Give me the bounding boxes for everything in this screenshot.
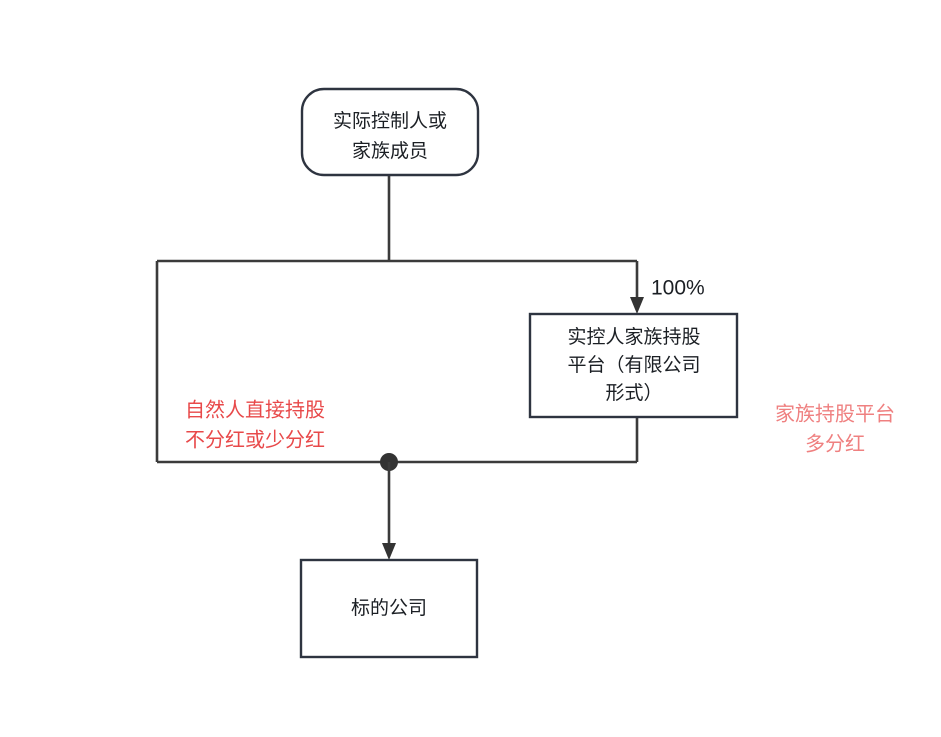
node-family-platform-line-1: 实控人家族持股 — [567, 326, 700, 348]
annotation-right-line-1: 家族持股平台 — [775, 402, 895, 425]
annotation-left-line-1: 自然人直接持股 — [185, 398, 325, 421]
edge-label-ownership-percent: 100% — [651, 277, 705, 300]
annotation-right-line-2: 多分红 — [805, 432, 865, 455]
arrow-head-into-target-company — [382, 543, 396, 560]
annotation-left-line-2: 不分红或少分红 — [185, 428, 325, 451]
node-family-platform[interactable] — [528, 312, 739, 419]
node-controller-line-1: 实际控制人或 — [333, 110, 447, 132]
node-target-company-label: 标的公司 — [351, 597, 427, 619]
arrow-head-into-family-platform — [630, 297, 644, 314]
node-controller[interactable] — [300, 87, 480, 177]
node-family-platform-line-2: 平台（有限公司 — [567, 354, 700, 376]
node-controller-line-2: 家族成员 — [352, 140, 428, 162]
node-target-company[interactable] — [299, 558, 479, 659]
node-family-platform-line-3: 形式） — [605, 382, 662, 404]
